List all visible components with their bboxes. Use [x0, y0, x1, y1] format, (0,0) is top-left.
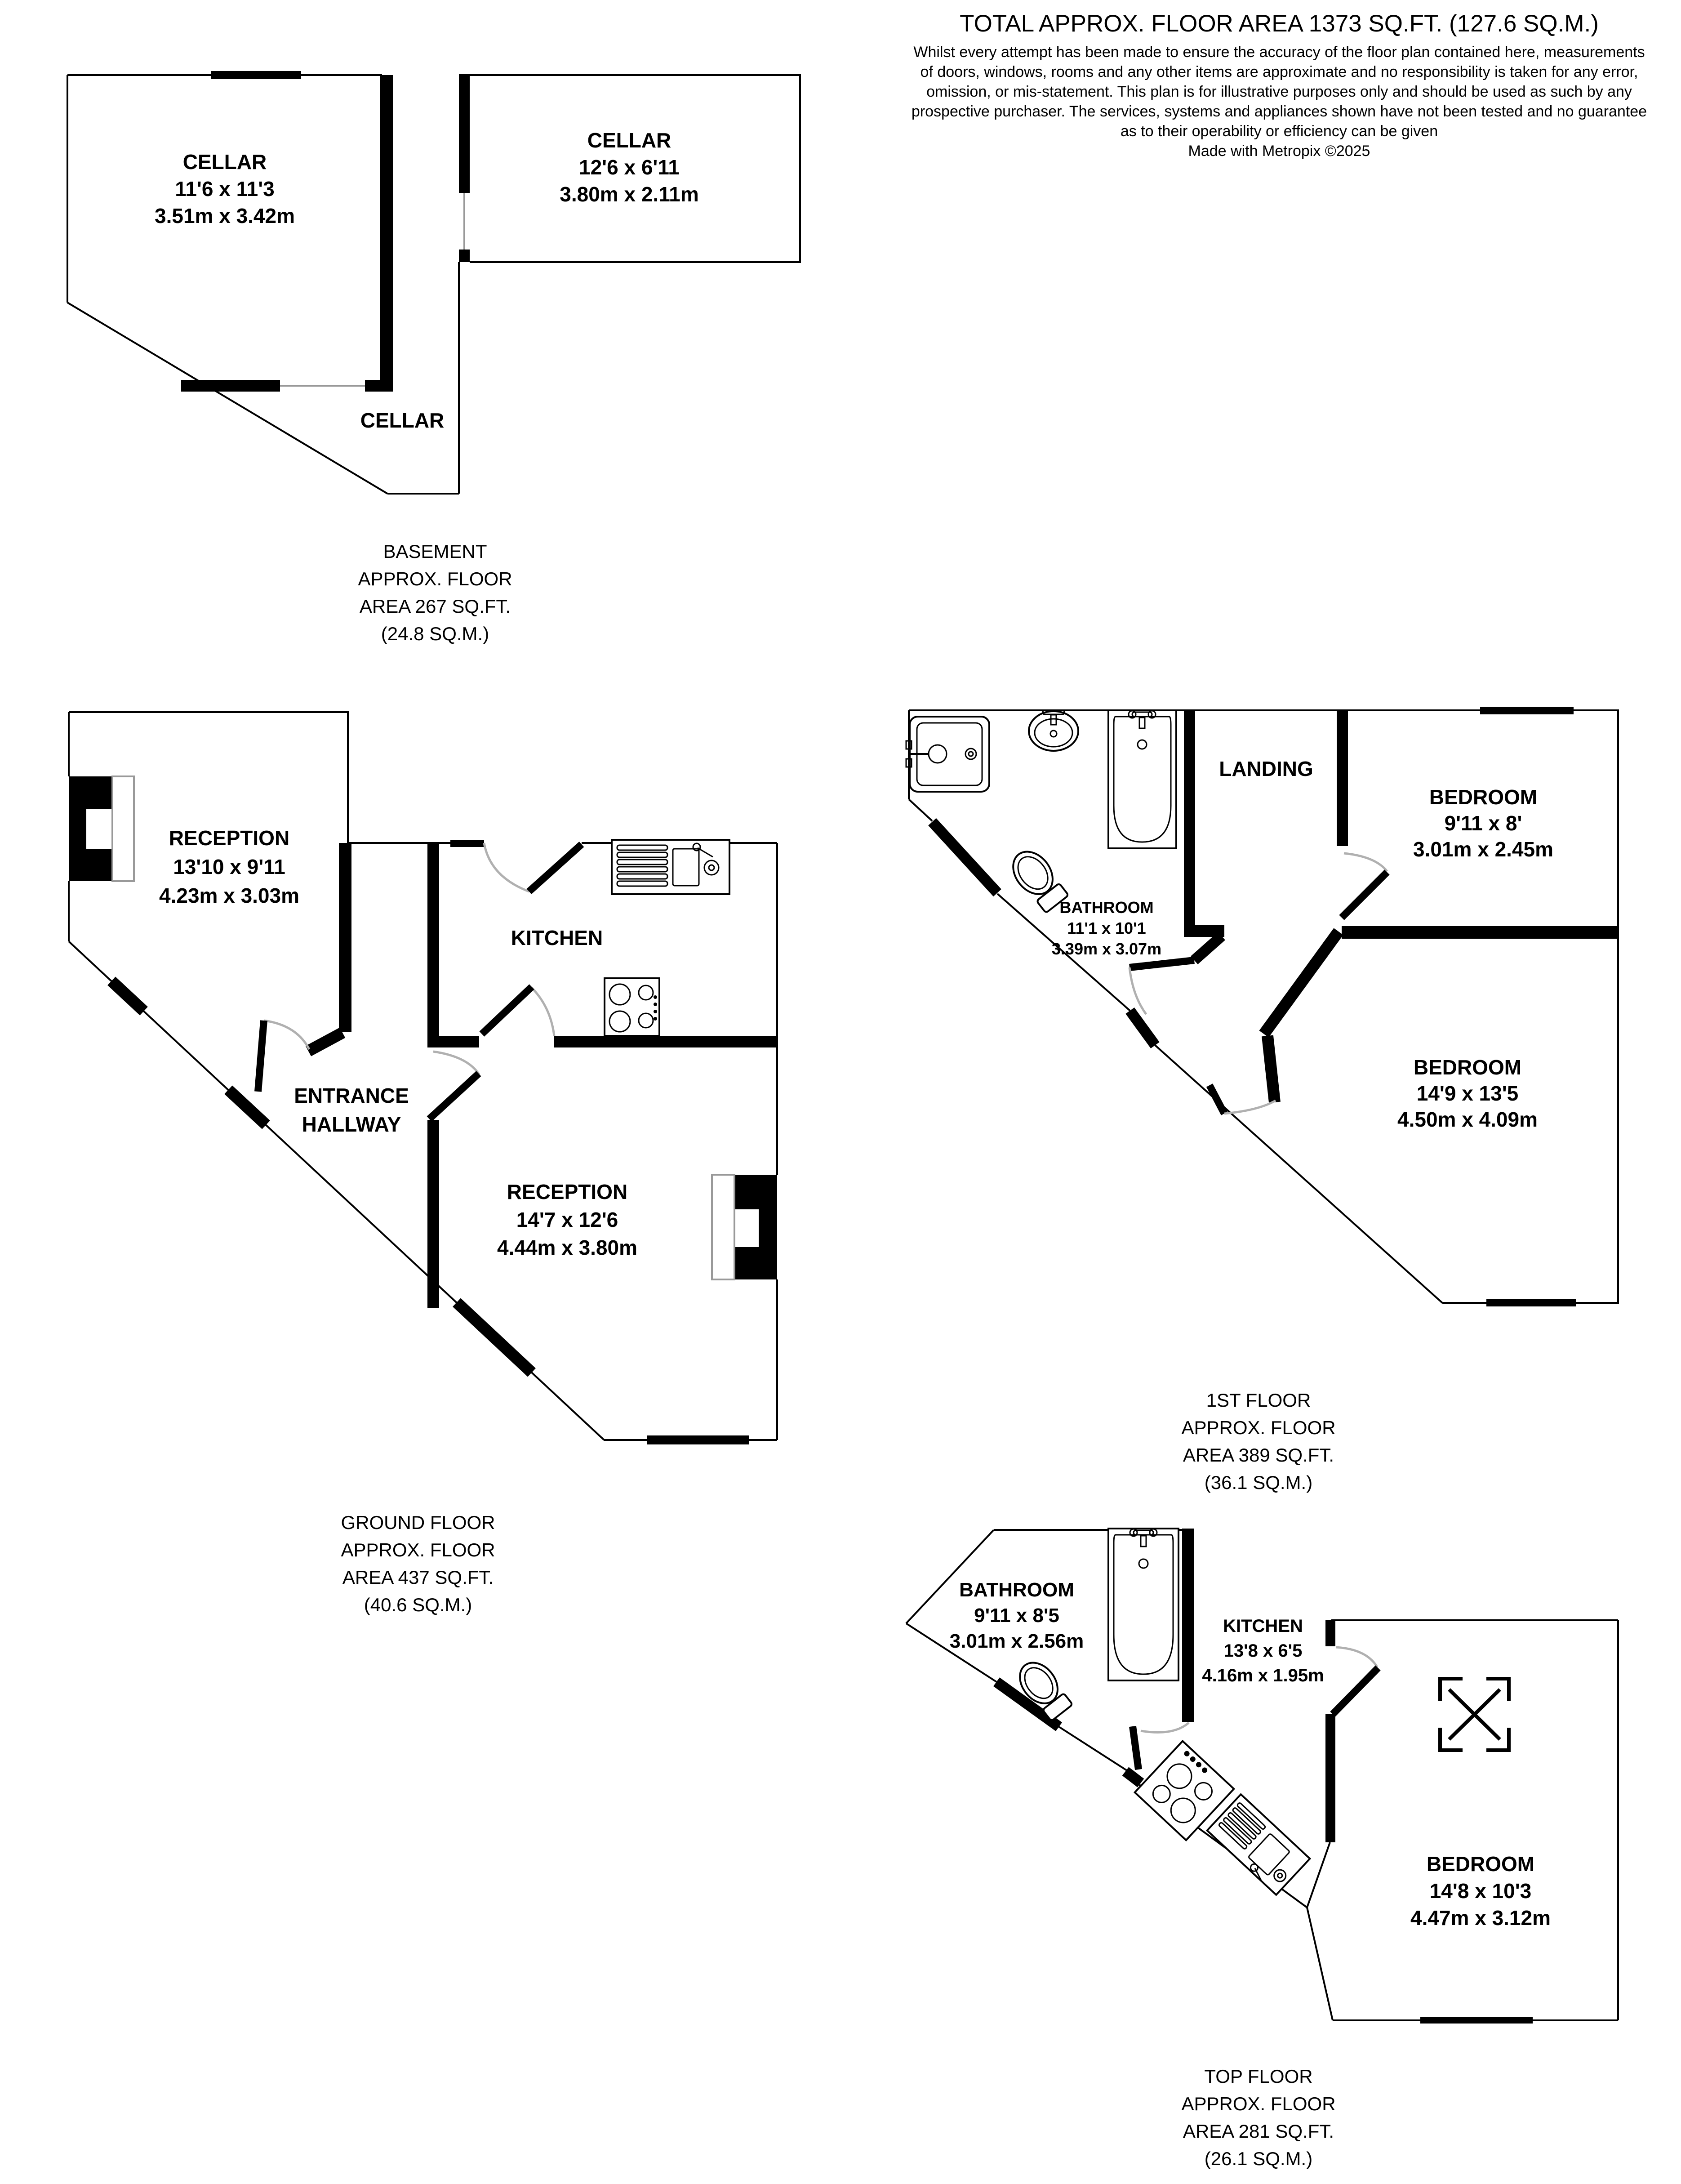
disclaimer-line: omission, or mis-statement. This plan is…: [926, 83, 1632, 100]
room-label-reception-front: RECEPTION 13'10 x 9'11 4.23m x 3.03m: [159, 826, 300, 907]
room-label-cellar-right: CELLAR 12'6 x 6'11 3.80m x 2.11m: [560, 129, 699, 206]
bedroom-front-door-arc: [1343, 852, 1388, 872]
disclaimer-line: prospective purchaser. The services, sys…: [911, 103, 1647, 120]
bedroom-door-leaf: [1330, 1665, 1381, 1717]
basement-top-wall-thick: [211, 71, 301, 79]
kitchen-bedroom-wall: [1325, 1714, 1335, 1842]
bedroom-front-wall: [1337, 710, 1348, 846]
bathroom-kitchen-wall: [1182, 1529, 1194, 1722]
room-label-landing: LANDING: [1219, 757, 1313, 780]
disclaimer-line: as to their operability or efficiency ca…: [1120, 123, 1438, 140]
disclaimer-line: of doors, windows, rooms and any other i…: [920, 63, 1638, 80]
landing-wall: [1184, 710, 1195, 931]
first-floor-caption: 1ST FLOOR APPROX. FLOOR AREA 389 SQ.FT. …: [1181, 1390, 1336, 1493]
reception-rear-door-leaf: [427, 1071, 481, 1122]
bathroom-door-leaf: [1129, 1725, 1142, 1770]
disclaimer: Whilst every attempt has been made to en…: [912, 42, 1647, 161]
bedroom-rear-door-leaf: [1206, 1083, 1228, 1115]
skylight-icon: [1438, 1677, 1511, 1752]
metropix-credit: Made with Metropix ©2025: [1188, 143, 1370, 160]
kitchen-bottom-door-arc: [531, 987, 556, 1036]
room-label-bathroom-first: BATHROOM 11'1 x 10'1 3.39m x 3.07m: [1051, 898, 1162, 958]
toilet: [1019, 1662, 1073, 1721]
window-front: [69, 776, 135, 882]
basin: [1028, 709, 1079, 752]
first-floor-plan: [905, 707, 1619, 1306]
room-label-cellar-left: CELLAR 11'6 x 11'3 3.51m x 3.42m: [154, 150, 295, 227]
toilet: [1012, 851, 1069, 913]
kitchen-sink: [1205, 1793, 1312, 1896]
entrance-door-leaf: [254, 1020, 267, 1092]
room-label-bathroom-top: BATHROOM 9'11 x 8'5 3.01m x 2.56m: [949, 1579, 1084, 1652]
disclaimer-line: Whilst every attempt has been made to en…: [913, 44, 1645, 61]
cellar-divider-wall: [380, 75, 393, 391]
room-label-bedroom-front: BEDROOM 9'11 x 8' 3.01m x 2.45m: [1413, 785, 1554, 861]
bath: [1107, 709, 1177, 849]
bedroom-front-door-leaf: [1339, 869, 1390, 920]
bathroom-door-leaf: [1129, 957, 1195, 971]
room-label-bedroom-rear: BEDROOM 14'9 x 13'5 4.50m x 4.09m: [1397, 1056, 1538, 1131]
reception-rear-door-arc: [433, 1050, 480, 1075]
bathroom-door-arc: [1128, 967, 1147, 1015]
window-rear: [711, 1174, 777, 1280]
room-label-cellar-lower: CELLAR: [360, 409, 445, 432]
bath: [1107, 1528, 1179, 1681]
reception-rear-wall: [427, 1120, 439, 1308]
kitchen-top-door-leaf: [526, 842, 584, 894]
reception-front-wall: [339, 843, 351, 1032]
basement-caption: BASEMENT APPROX. FLOOR AREA 267 SQ.FT. (…: [358, 541, 512, 644]
room-label-kitchen-top: KITCHEN 13'8 x 6'5 4.16m x 1.95m: [1202, 1616, 1324, 1685]
kitchen-hob: [604, 977, 660, 1037]
basement-plan: [67, 71, 801, 495]
entrance-door-arc: [263, 1019, 311, 1050]
right-cellar-wall: [459, 75, 470, 193]
top-floor-plan: [905, 1528, 1619, 2024]
bedroom-rear-door-arc: [1224, 1099, 1276, 1115]
bathroom-door-arc: [1140, 1722, 1190, 1734]
total-area-title: TOTAL APPROX. FLOOR AREA 1373 SQ.FT. (12…: [960, 10, 1599, 37]
room-label-kitchen-ground: KITCHEN: [511, 926, 603, 949]
shower: [905, 716, 990, 793]
room-label-bedroom-top: BEDROOM 14'8 x 10'3 4.47m x 3.12m: [1410, 1852, 1551, 1930]
ground-floor-plan: [68, 711, 778, 1444]
ground-caption: GROUND FLOOR APPROX. FLOOR AREA 437 SQ.F…: [341, 1512, 495, 1615]
bedroom-door-arc: [1335, 1646, 1379, 1668]
room-label-reception-rear: RECEPTION 14'7 x 12'6 4.44m x 3.80m: [497, 1180, 638, 1259]
kitchen-top-door-arc: [483, 842, 529, 893]
kitchen-hob: [1133, 1739, 1236, 1842]
top-floor-caption: TOP FLOOR APPROX. FLOOR AREA 281 SQ.FT. …: [1181, 2066, 1336, 2169]
kitchen-bottom-door-leaf: [479, 984, 534, 1037]
room-label-entrance-hallway: ENTRANCE HALLWAY: [294, 1084, 409, 1136]
kitchen-hall-wall: [427, 843, 439, 1047]
kitchen-sink: [611, 839, 730, 895]
